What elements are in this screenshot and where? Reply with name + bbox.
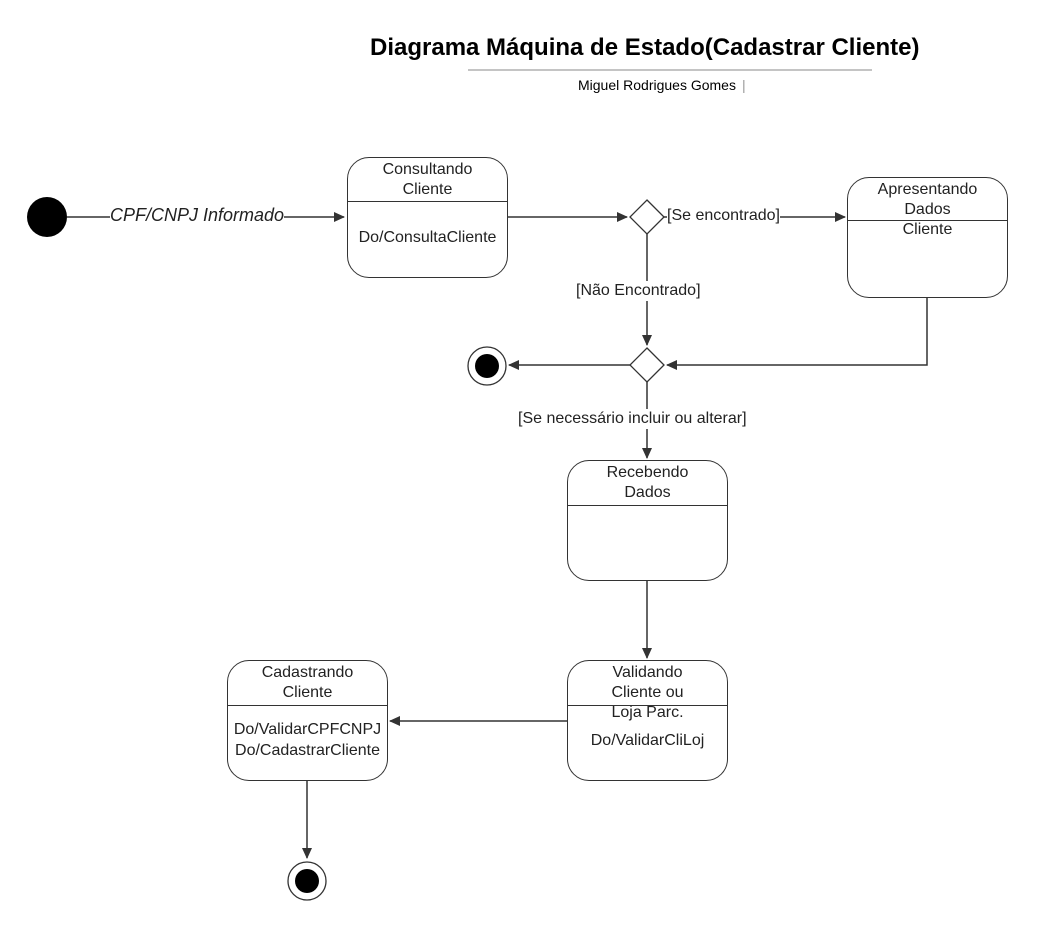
transition-apresentando-decision2 xyxy=(666,298,928,370)
state-divider xyxy=(568,705,727,706)
transition-label-nao-encontrado: [Não Encontrado] xyxy=(576,281,701,301)
title-block: Diagrama Máquina de Estado(Cadastrar Cli… xyxy=(370,34,970,62)
transition-label-se-encontrado: [Se encontrado] xyxy=(667,206,780,226)
state-name-line: Loja Parc. xyxy=(611,704,684,721)
state-divider xyxy=(848,220,1007,221)
decision-node-2 xyxy=(629,347,665,383)
state-name-line: Dados xyxy=(624,484,671,501)
state-divider xyxy=(228,705,387,706)
final-node-2-core xyxy=(295,869,319,893)
state-apresentando-dados-cliente[interactable]: Apresentando Dados Cliente xyxy=(847,177,1008,298)
state-name-line: Cliente xyxy=(402,181,453,198)
state-name-line: Cliente xyxy=(902,221,953,238)
author-label: Miguel Rodrigues Gomes | xyxy=(578,77,746,93)
text-cursor: | xyxy=(741,77,746,93)
final-node-1-core xyxy=(475,354,499,378)
state-name-line: Apresentando xyxy=(877,181,978,198)
state-divider xyxy=(348,201,507,202)
state-name: Cadastrando Cliente xyxy=(228,661,387,703)
state-name-line: Cliente xyxy=(282,684,333,701)
state-name-line: Recebendo xyxy=(606,464,689,481)
initial-node xyxy=(27,197,67,237)
state-name: Validando Cliente ou Loja Parc. xyxy=(568,661,727,723)
diagram-title: Diagrama Máquina de Estado(Cadastrar Cli… xyxy=(370,34,920,61)
state-name-line: Validando xyxy=(612,664,683,681)
state-action: Do/CadastrarCliente xyxy=(235,742,380,759)
transition-label-cpf-cnpj: CPF/CNPJ Informado xyxy=(110,205,285,225)
state-name-line: Dados xyxy=(904,201,951,218)
decision-node-1 xyxy=(629,199,665,235)
author-name: Miguel Rodrigues Gomes xyxy=(578,77,736,93)
state-name-line: Consultando xyxy=(382,161,473,178)
state-divider xyxy=(568,505,727,506)
state-action: Do/ValidarCliLoj xyxy=(590,732,705,749)
state-action: Do/ConsultaCliente xyxy=(358,229,497,246)
state-recebendo-dados[interactable]: Recebendo Dados xyxy=(567,460,728,581)
state-name-line: Cliente ou xyxy=(611,684,684,701)
transition-label-se-necessario: [Se necessário incluir ou alterar] xyxy=(518,409,747,429)
state-name-line: Cadastrando xyxy=(261,664,354,681)
state-validando-cliente-loja[interactable]: Validando Cliente ou Loja Parc. Do/Valid… xyxy=(567,660,728,781)
state-name: Recebendo Dados xyxy=(568,461,727,503)
state-name: Consultando Cliente xyxy=(348,158,507,200)
state-consultando-cliente[interactable]: Consultando Cliente Do/ConsultaCliente xyxy=(347,157,508,278)
state-name: Apresentando Dados Cliente xyxy=(848,178,1007,240)
state-action: Do/ValidarCPFCNPJ xyxy=(233,721,382,738)
state-cadastrando-cliente[interactable]: Cadastrando Cliente Do/ValidarCPFCNPJ Do… xyxy=(227,660,388,781)
